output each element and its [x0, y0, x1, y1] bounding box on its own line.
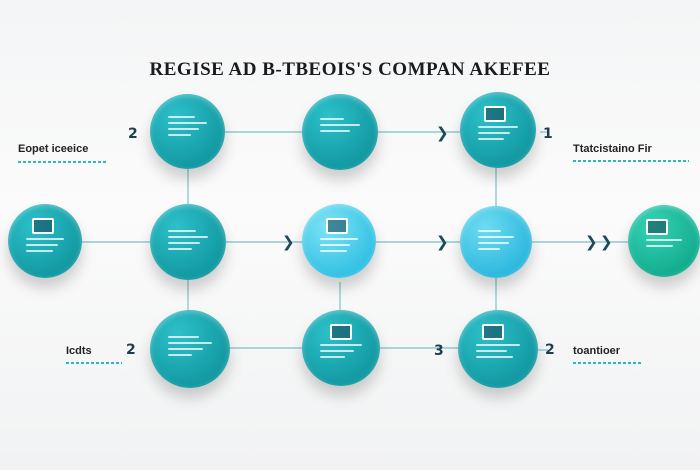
node-r3c2[interactable] [302, 310, 380, 386]
step-badge-right-top: 1 [543, 126, 553, 142]
step-badge-left-top: 2 [128, 126, 138, 142]
chevron-right-icon: ❯ [436, 233, 449, 251]
monitor-icon [326, 218, 348, 234]
side-underline-right-top [573, 160, 689, 162]
side-underline-right-bottom [573, 362, 641, 364]
side-underline-left-top [18, 161, 106, 163]
node-r2c3[interactable] [460, 206, 532, 278]
node-r2c4[interactable] [628, 205, 700, 277]
side-label-left-top: Eopet iceeice [18, 143, 89, 155]
node-r1c3[interactable] [460, 92, 536, 168]
node-r2c2[interactable] [302, 204, 376, 278]
side-label-right-top: Ttatcistaino Fir [573, 143, 652, 155]
side-label-left-bottom: Icdts [66, 345, 92, 357]
node-r3c1[interactable] [150, 310, 230, 388]
node-r1c1[interactable] [150, 94, 225, 169]
node-r3c3[interactable] [458, 310, 538, 388]
monitor-icon [32, 218, 54, 234]
chevron-right-icon: ❯ [600, 233, 613, 251]
monitor-icon [330, 324, 352, 340]
node-r1c2[interactable] [302, 94, 378, 170]
step-badge-right-bottom: 2 [545, 342, 555, 358]
node-r2c0[interactable] [8, 204, 82, 278]
diagram-title: REGISE AD B-TBEOIS'S COMPAN AKEFEE [149, 59, 551, 80]
monitor-icon [646, 219, 668, 235]
monitor-icon [484, 106, 506, 122]
chevron-right-icon: ❯ [585, 233, 598, 251]
side-label-right-bottom: toantioer [573, 345, 621, 357]
monitor-icon [482, 324, 504, 340]
step-badge-left-bottom: 2 [126, 342, 136, 358]
step-badge-mid-bottom: 3 [434, 343, 444, 359]
chevron-right-icon: ❯ [282, 233, 295, 251]
node-r2c1[interactable] [150, 204, 226, 280]
side-underline-left-bottom [66, 362, 122, 364]
chevron-right-icon: ❯ [436, 124, 449, 142]
